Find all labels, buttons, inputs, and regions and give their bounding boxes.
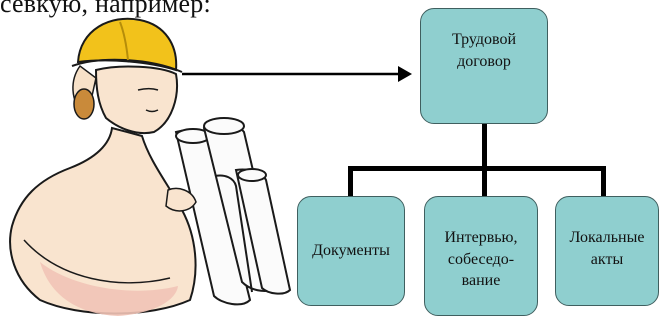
child-box-documents: Документы bbox=[297, 196, 405, 306]
main-box-label: Трудовой договор bbox=[427, 29, 541, 72]
connector-middle bbox=[482, 166, 487, 197]
connector-horizontal bbox=[348, 166, 606, 171]
child-box-local-acts: Локальные акты bbox=[555, 196, 659, 306]
connector-vertical-main bbox=[482, 124, 487, 168]
connector-left bbox=[348, 166, 353, 197]
connector-right bbox=[601, 166, 606, 197]
arrowhead-icon bbox=[398, 66, 412, 82]
main-box-labor-contract: Трудовой договор bbox=[420, 8, 548, 124]
child-box-label: Документы bbox=[312, 240, 390, 262]
child-box-label: Интервью, собеседо-вание bbox=[431, 227, 531, 292]
child-box-label: Локальные акты bbox=[562, 227, 652, 270]
child-box-interview: Интервью, собеседо-вание bbox=[424, 196, 538, 316]
